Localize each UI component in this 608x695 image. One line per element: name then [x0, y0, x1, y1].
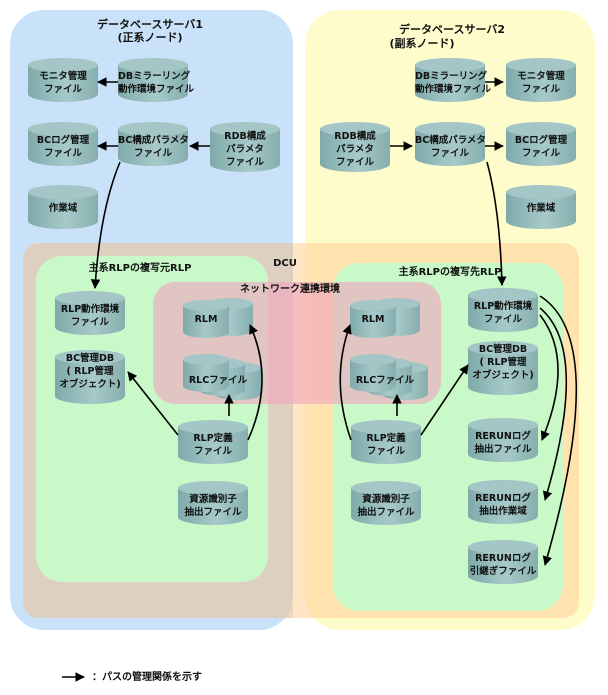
label: BC構成パラメタ [118, 135, 189, 146]
s1-bcparam-file: BC構成パラメタファイル [118, 122, 189, 170]
label: 動作環境ファイル [118, 84, 195, 95]
label: RERUNログ [475, 553, 531, 564]
label: RLP定義 [193, 433, 233, 444]
s2-monitor-file: モニタ管理ファイル [506, 58, 576, 106]
label: ( RLP管理 [479, 357, 527, 368]
s2-work-area: 作業域 [506, 185, 576, 233]
dst-rerun-extract-file: RERUNログ抽出ファイル [468, 418, 538, 466]
label: モニタ管理 [517, 71, 565, 82]
label: RDB構成 [334, 131, 376, 142]
label: 抽出ファイル [474, 444, 532, 455]
label: RERUNログ [475, 431, 531, 442]
label: オブジェクト) [59, 379, 121, 390]
label: 抽出作業域 [479, 506, 527, 517]
server-1-title: データベースサーバ1 [97, 18, 203, 31]
label: RLP動作環境 [473, 301, 533, 312]
dst-rerun-takeover-file: RERUNログ引継ぎファイル [468, 540, 538, 588]
label: ファイル [521, 84, 560, 95]
dst-resid-file: 資源識別子抽出ファイル [351, 481, 421, 529]
label: ファイル [133, 148, 172, 159]
legend-text: ：パスの管理関係を示す [92, 672, 202, 683]
dst-rlc-file: RLCファイル [350, 354, 430, 402]
label: RLM [361, 314, 385, 325]
label: 資源識別子 [189, 494, 237, 505]
label: RERUNログ [475, 493, 531, 504]
label: ( RLP管理 [66, 366, 114, 377]
dst-rerun-work-area: RERUNログ抽出作業域 [468, 480, 538, 528]
label: BC管理DB [65, 353, 115, 364]
s1-dbmirror-file: DBミラーリング動作環境ファイル [118, 58, 195, 106]
label: 作業域 [48, 203, 78, 214]
label: オブジェクト) [472, 370, 534, 381]
dst-rlpdef-file: RLP定義ファイル [351, 420, 421, 468]
s2-bclog-file: BCログ管理ファイル [506, 122, 576, 170]
label: BC構成パラメタ [415, 135, 486, 146]
label: RDB構成 [224, 131, 266, 142]
dst-rlpenv-file: RLP動作環境ファイル [468, 288, 538, 336]
label: 作業域 [526, 203, 556, 214]
label: RLCファイル [188, 375, 248, 386]
s2-bcparam-file: BC構成パラメタファイル [415, 122, 486, 170]
label: パラメタ [226, 144, 264, 155]
label: BC管理DB [478, 344, 528, 355]
s1-bclog-file: BCログ管理ファイル [28, 122, 98, 170]
dst-rlm: RLM [350, 298, 430, 346]
label: 抽出ファイル [357, 507, 415, 518]
label: DBミラーリング [118, 71, 191, 82]
label: ファイル [521, 148, 560, 159]
label: RLCファイル [355, 375, 415, 386]
dst-bcdb: BC管理DB ( RLP管理オブジェクト) [468, 341, 538, 397]
label: ファイル [335, 157, 374, 168]
label: RLP定義 [366, 433, 406, 444]
label: 引継ぎファイル [469, 566, 537, 577]
label: RLM [194, 314, 218, 325]
label: BCログ管理 [514, 135, 568, 146]
label: 資源識別子 [362, 494, 410, 505]
label: 抽出ファイル [184, 507, 242, 518]
server-2-subtitle: (副系ノード) [389, 37, 455, 50]
src-resid-file: 資源識別子抽出ファイル [178, 481, 248, 529]
label: モニタ管理 [39, 71, 87, 82]
src-rlm: RLM [183, 298, 263, 346]
rlp-source-title: 主系RLPの複写元RLP [88, 263, 192, 274]
label: BCログ管理 [36, 135, 90, 146]
server-1-subtitle: (正系ノード) [117, 31, 183, 44]
s1-work-area: 作業域 [28, 185, 98, 233]
src-rlpenv-file: RLP動作環境ファイル [55, 291, 125, 339]
label: ファイル [225, 157, 264, 168]
src-rlpdef-file: RLP定義ファイル [178, 420, 248, 468]
label: 動作環境ファイル [415, 84, 492, 95]
label: ファイル [193, 446, 232, 457]
label: ファイル [430, 148, 469, 159]
src-rlc-file: RLCファイル [183, 354, 263, 402]
s2-rdbparam-file: RDB構成パラメタファイル [320, 122, 390, 174]
s2-dbmirror-file: DBミラーリング動作環境ファイル [415, 58, 492, 106]
network-title: ネットワーク連携環境 [240, 284, 340, 295]
label: DBミラーリング [415, 71, 488, 82]
label: ファイル [43, 148, 82, 159]
label: ファイル [70, 317, 109, 328]
label: ファイル [43, 84, 82, 95]
dcu-label: DCU [273, 258, 297, 269]
label: ファイル [483, 314, 522, 325]
label: ファイル [366, 446, 405, 457]
server-2-title: データベースサーバ2 [399, 23, 505, 36]
s1-monitor-file: モニタ管理ファイル [28, 58, 98, 106]
s1-rdbparam-file: RDB構成パラメタファイル [210, 122, 280, 174]
rlp-dest-title: 主系RLPの複写先RLP [398, 267, 502, 278]
label: RLP動作環境 [60, 304, 120, 315]
label: パラメタ [336, 144, 374, 155]
src-bcdb: BC管理DB ( RLP管理オブジェクト) [55, 350, 125, 406]
